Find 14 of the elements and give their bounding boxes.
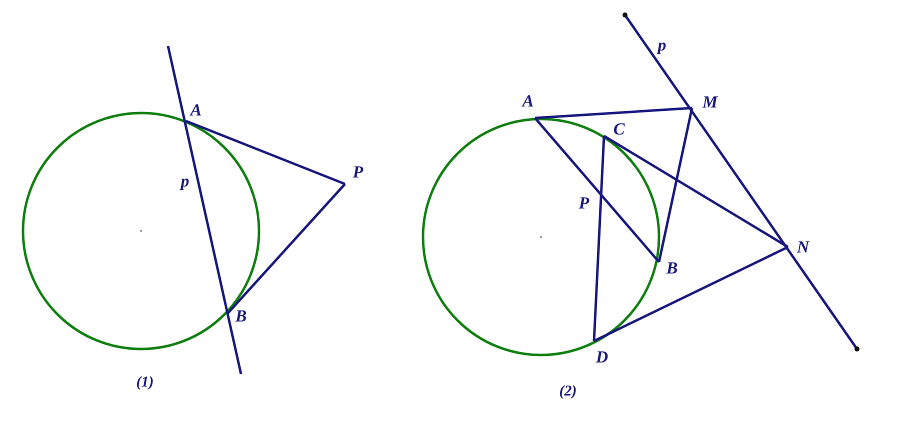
figure-number: (1) <box>136 376 154 390</box>
point-label: M <box>702 94 718 110</box>
point-label: B <box>666 260 678 276</box>
point-label: D <box>596 348 608 366</box>
point-label: N <box>796 238 810 256</box>
point-label: P <box>578 194 590 212</box>
point-label: A <box>190 102 202 118</box>
figure-number: (2) <box>559 384 577 400</box>
point-label: A <box>522 92 534 110</box>
point-label: B <box>235 308 247 324</box>
line-label: p <box>658 36 666 54</box>
line-label: p <box>180 172 190 190</box>
point-label: C <box>613 120 625 138</box>
point-label: P <box>352 164 364 180</box>
